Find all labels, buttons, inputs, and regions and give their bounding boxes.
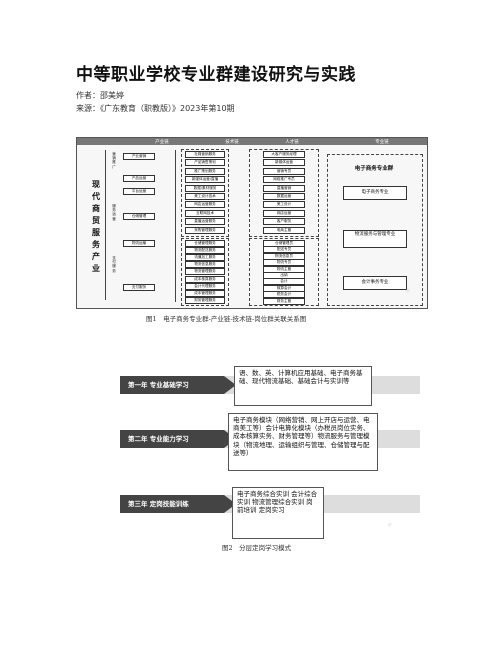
major-box: 会计事务专业 (343, 276, 407, 290)
tech-item: 数据/素材服务 (185, 184, 225, 192)
talent-item: 财务主管 (263, 297, 305, 305)
figure-1-diagram: 产业链 技术链 人才链 专业链 现代商贸服务产业 营销推广 服务运营 支付服务 … (76, 137, 428, 309)
col-header: 专业链 (375, 140, 389, 145)
tech-group-frame (181, 238, 229, 306)
talent-item: 网店运营 (263, 209, 305, 217)
talent-item: 大客户服务经理 (263, 151, 305, 158)
col-header: 技术链 (225, 140, 239, 145)
tech-item: 产品销售策划 (185, 159, 225, 167)
tech-item: 新媒体运营/直播 (185, 176, 225, 184)
tech-item: 会计代理服务 (185, 282, 225, 290)
tech-item: 网店运营服务 (185, 201, 225, 209)
major-box: 物流服务与管理专业 (343, 230, 407, 248)
tech-item: 物流信息服务 (185, 261, 225, 269)
talent-group-frame (249, 149, 319, 237)
cluster-frame (327, 154, 423, 306)
stage-description: 语、数、英、计算机应用基础、电子商务基础、现代物流基础、基础会计与实训等 (234, 366, 372, 406)
tech-item: 物流管理服务 (185, 268, 225, 276)
stage-label: 第三年 定岗技能训练 (120, 495, 236, 513)
industry-item: 产业营销 (123, 153, 155, 160)
connector (175, 150, 176, 302)
talent-item: 营销专员 (263, 167, 305, 175)
talent-item: 电商主管 (263, 226, 305, 234)
talent-item: 新媒体运营 (263, 159, 305, 167)
cluster-title: 电子商务专业群 (354, 166, 394, 172)
col-header: 人才链 (285, 140, 299, 145)
tech-item: 仓储管理服务 (185, 240, 225, 247)
tech-item: 物流配送服务 (185, 247, 225, 255)
industry-item: 产品运营 (123, 175, 155, 182)
connector (105, 150, 106, 300)
tech-item: 社媒营销服务 (185, 151, 225, 158)
talent-item: 美工设计 (263, 201, 305, 209)
tech-item: 采购管理服务 (185, 226, 225, 234)
industry-item: 仓储管理 (123, 213, 155, 220)
group-label: 服务运营 (112, 204, 116, 221)
tech-item: 美工设计技术 (185, 193, 225, 200)
industry-item: 平台运营 (123, 188, 155, 195)
watermark: ⓦ (386, 521, 393, 528)
industry-item: 物流运输 (123, 240, 155, 247)
stage-label: 第二年 专业能力学习 (120, 430, 236, 448)
figure-2-caption: 图2 分层定岗学习模式 (222, 544, 292, 552)
header-bar (77, 138, 427, 145)
stage-description: 电子商务模块（网络营销、网上开店与运营、电商美工等）会计电算化模块（办税员岗位实… (228, 413, 378, 471)
stage-label: 第一年 专业基础学习 (120, 376, 236, 394)
tech-item: 推广策划服务 (185, 167, 225, 175)
col-header: 产业链 (155, 140, 169, 145)
industry-item: 支付服务 (123, 284, 155, 291)
talent-item: 客户服务 (263, 218, 305, 226)
tech-item: 直播运营服务 (185, 218, 225, 226)
group-label: 支付服务 (112, 256, 116, 273)
stage-description: 电子商务综合实训 会计综合实训 物流管理综合实训 岗前培训 定岗实习 (232, 487, 324, 539)
group-label: 营销推广 (112, 152, 116, 169)
tech-item: 成本管理服务 (185, 289, 225, 297)
talent-group-frame (249, 238, 319, 306)
page-title: 中等职业学校专业群建设研究与实践 (76, 65, 356, 85)
tech-item: 流通加工服务 (185, 254, 225, 262)
tech-item: 财务管理服务 (185, 296, 225, 304)
tech-group-frame (181, 149, 229, 237)
industry-label: 现代商贸服务产业 (92, 179, 100, 273)
source-line: 来源：《广东教育（职教版）》2023年第10期 (76, 104, 235, 113)
tech-item: 互联网技术 (185, 209, 225, 217)
major-box: 电子商务专业 (343, 186, 407, 200)
talent-item: 网络推广专员 (263, 176, 305, 184)
tech-item: 成本核算服务 (185, 275, 225, 283)
figure-1-caption: 图1 电子商务专业群-产业链-技术链-岗位群关联关系图 (146, 315, 307, 323)
talent-item: 数据运营 (263, 193, 305, 200)
author-line: 作者：邵美婷 (76, 91, 124, 100)
talent-item: 直播营销 (263, 184, 305, 192)
